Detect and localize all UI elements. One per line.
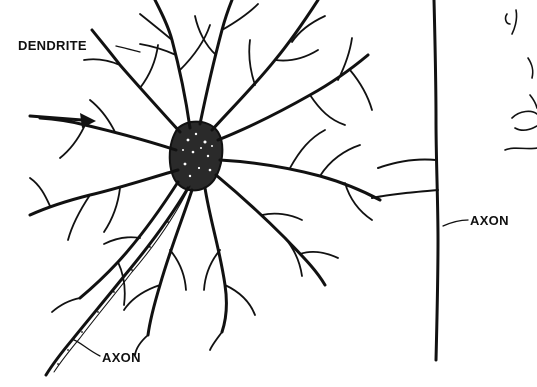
axon-right-branch-upper <box>378 159 436 168</box>
dendrite-label: DENDRITE <box>18 38 87 53</box>
axon-right-branch-lower <box>372 190 438 198</box>
axon-left-label: AXON <box>102 350 141 365</box>
axon-left-leader-line <box>74 340 100 356</box>
axon-right <box>434 0 438 360</box>
axon-right-leader-line <box>443 220 468 226</box>
axon-left <box>46 186 190 375</box>
dendrite-leader-line <box>116 46 140 52</box>
axon-right-label: AXON <box>470 213 509 228</box>
axon-terminals <box>505 10 537 150</box>
neuron-left <box>30 0 380 375</box>
cell-body <box>170 122 223 191</box>
neuron-right <box>372 0 537 360</box>
